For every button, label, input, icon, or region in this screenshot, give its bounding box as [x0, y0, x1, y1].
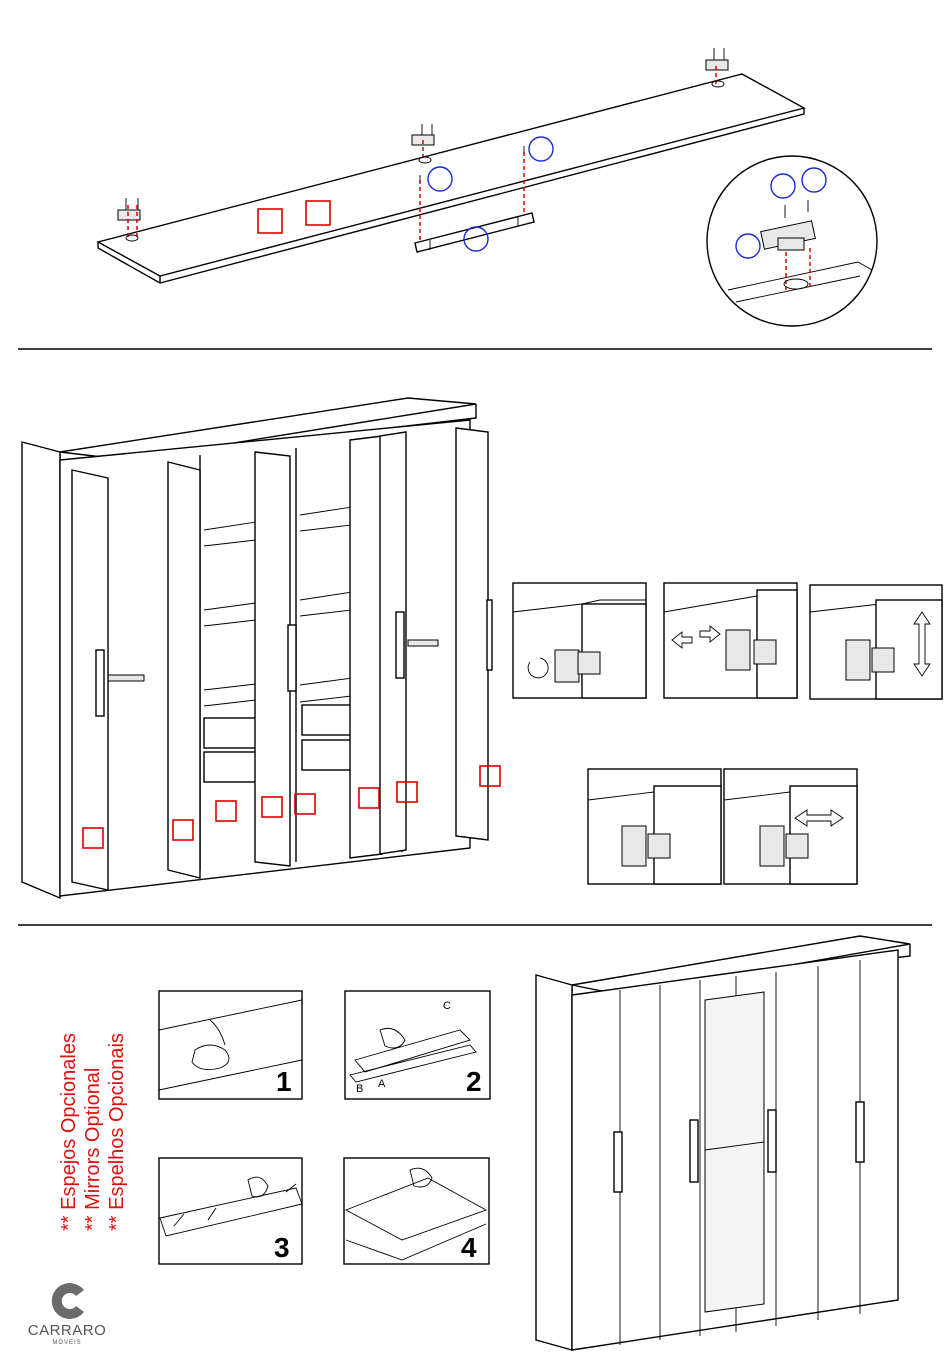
optional-mirrors-note: ** Espejos Opcionales ** Mirrors Optiona… [20, 1015, 160, 1245]
top-board-diagram [98, 48, 804, 283]
step-1-number: 1 [276, 1066, 292, 1098]
step-2-label-b: B [356, 1083, 363, 1095]
hinge-frame-4 [588, 769, 721, 884]
step-2-number: 2 [466, 1066, 482, 1098]
hinge-detail-zoom [707, 156, 877, 326]
optional-mirrors-es: ** Espejos Opcionales [58, 1033, 81, 1231]
hinge-frame-1 [513, 583, 646, 698]
hinge-frame-5 [724, 769, 857, 884]
logo-c-icon [22, 1280, 112, 1322]
open-wardrobe-diagram [22, 398, 500, 898]
step-2-label-c: C [443, 1000, 451, 1012]
brand-name: CARRARO [22, 1322, 112, 1339]
brand-logo: CARRARO MÓVEIS [22, 1280, 112, 1350]
optional-mirrors-pt: ** Espelhos Opcionais [106, 1033, 129, 1231]
hinge-frame-2 [664, 583, 797, 698]
hinge-frame-3 [810, 585, 942, 699]
brand-sub: MÓVEIS [22, 1340, 112, 1346]
step-3-number: 3 [274, 1232, 290, 1264]
closed-wardrobe-diagram [536, 936, 910, 1350]
step-2-label-a: A [378, 1078, 385, 1090]
hinge-adjust-frames [513, 583, 942, 884]
optional-mirrors-en: ** Mirrors Optional [82, 1068, 105, 1231]
step-4-number: 4 [461, 1232, 477, 1264]
